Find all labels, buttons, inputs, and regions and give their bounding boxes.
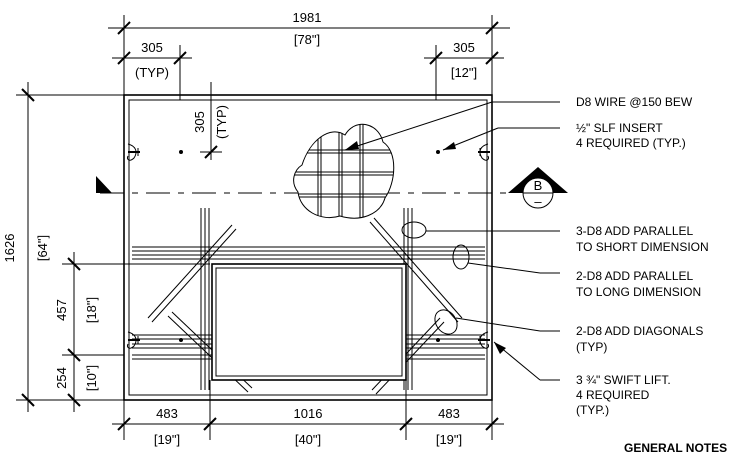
left-insert-offset-typ: (TYP) <box>135 65 169 80</box>
swift-lifts <box>127 143 490 349</box>
insert-offset-dimensions: 305 (TYP) 305 [12"] <box>112 40 504 100</box>
overall-width-in: [78"] <box>294 32 320 47</box>
section-letter: B <box>534 178 543 193</box>
overall-width-mm: 1981 <box>293 10 322 25</box>
left-dimensions: 1626 [64"] 457 [18"] 254 [10"] <box>2 82 210 412</box>
note-parallel-long-line2: TO LONG DIMENSION <box>576 285 701 299</box>
bottom-offset-mm: 254 <box>54 367 69 389</box>
overall-height-in: [64"] <box>35 235 50 261</box>
note-diagonals-line1: 2-D8 ADD DIAGONALS <box>576 324 703 338</box>
note-parallel-short-line1: 3-D8 ADD PARALLEL <box>576 224 693 238</box>
bottom-right-in: [19"] <box>436 432 462 447</box>
leader-lines <box>344 101 560 381</box>
bottom-left-mm: 483 <box>156 406 178 421</box>
bottom-center-in: [40"] <box>295 432 321 447</box>
note-parallel-long-line1: 2-D8 ADD PARALLEL <box>576 269 693 283</box>
wire-mesh-cloud <box>293 123 395 219</box>
note-diagonals-line2: (TYP) <box>576 340 607 354</box>
notes: D8 WIRE @150 BEW ½" SLF INSERT 4 REQUIRE… <box>576 95 727 454</box>
right-insert-offset-mm: 305 <box>453 40 475 55</box>
note-parallel-short-line2: TO SHORT DIMENSION <box>576 240 709 254</box>
left-insert-offset-mm: 305 <box>141 40 163 55</box>
note-insert-line2: 4 REQUIRED (TYP.) <box>576 136 686 150</box>
central-opening <box>211 263 407 381</box>
section-sheet: – <box>534 194 542 209</box>
slf-inserts <box>179 150 440 342</box>
overall-height-mm: 1626 <box>2 234 17 263</box>
note-insert-line1: ½" SLF INSERT <box>576 121 663 135</box>
insert-vertical-mm: 305 <box>192 111 207 133</box>
note-lift-line2: 4 REQUIRED <box>576 388 650 402</box>
overall-width-dimension: 1981 [78"] <box>108 10 510 95</box>
bottom-center-mm: 1016 <box>294 406 323 421</box>
bottom-offset-in: [10"] <box>84 365 99 391</box>
callout-ellipses <box>401 221 470 335</box>
insert-vertical-typ: (TYP) <box>214 105 229 139</box>
insert-vertical-dimension: 305 (TYP) <box>192 82 229 160</box>
bottom-left-in: [19"] <box>154 432 180 447</box>
note-wire: D8 WIRE @150 BEW <box>576 95 693 109</box>
general-notes-heading: GENERAL NOTES <box>624 441 727 454</box>
bottom-right-mm: 483 <box>438 406 460 421</box>
note-lift-line1: 3 ¾" SWIFT LIFT. <box>576 373 671 387</box>
section-marker-b: B – <box>508 167 568 209</box>
opening-height-in: [18"] <box>84 297 99 323</box>
panel-outline <box>123 94 493 401</box>
right-insert-offset-in: [12"] <box>451 65 477 80</box>
bottom-dimensions: 483 [19"] 1016 [40"] 483 [19"] <box>112 380 504 447</box>
note-lift-line3: (TYP.) <box>576 403 609 417</box>
opening-height-mm: 457 <box>54 299 69 321</box>
